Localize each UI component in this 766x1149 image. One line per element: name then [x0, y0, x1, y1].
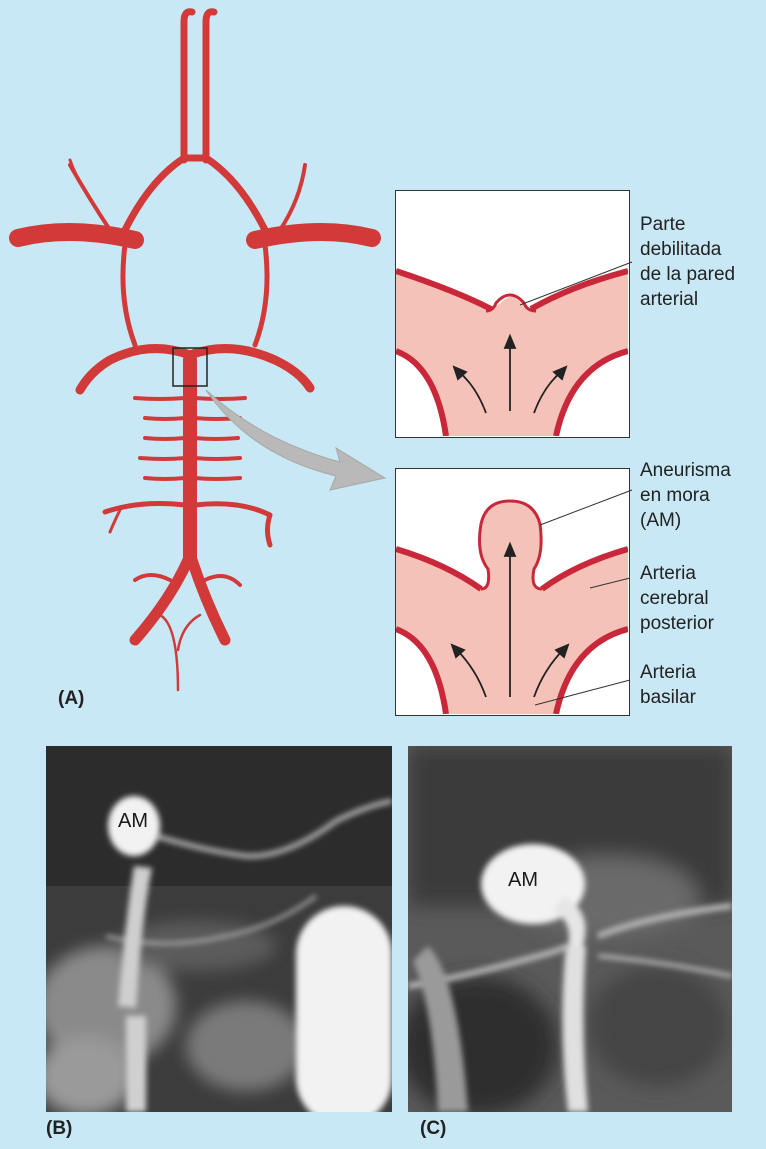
anterior-cerebral-artery-right [206, 12, 214, 160]
arterial-circle-diagram [0, 0, 390, 720]
label-berry-aneurysm: Aneurisma en mora (AM) [640, 458, 731, 533]
inset-berry-aneurysm [395, 468, 630, 716]
internal-carotid-right [255, 232, 372, 240]
label-basilar-artery: Arteria basilar [640, 660, 696, 710]
posterior-cerebral-right [190, 349, 310, 388]
panel-b-letter: (B) [46, 1118, 72, 1140]
internal-carotid-left [18, 232, 135, 240]
vertebral-artery-left [135, 560, 188, 640]
anterior-cerebral-artery-left [184, 12, 192, 160]
angiogram-c: AM [408, 746, 732, 1112]
label-posterior-cerebral-artery: Arteria cerebral posterior [640, 561, 714, 636]
angiogram-b-am-label: AM [118, 810, 148, 832]
vertebral-artery-right [192, 560, 225, 640]
angiogram-b: AM [46, 746, 392, 1112]
panel-a-letter: (A) [58, 688, 84, 710]
inset-weakened-wall [395, 190, 630, 438]
angiogram-c-am-label: AM [508, 869, 538, 891]
label-weakened-wall: Parte debilitada de la pared arterial [640, 212, 735, 312]
panel-c-letter: (C) [420, 1118, 446, 1140]
